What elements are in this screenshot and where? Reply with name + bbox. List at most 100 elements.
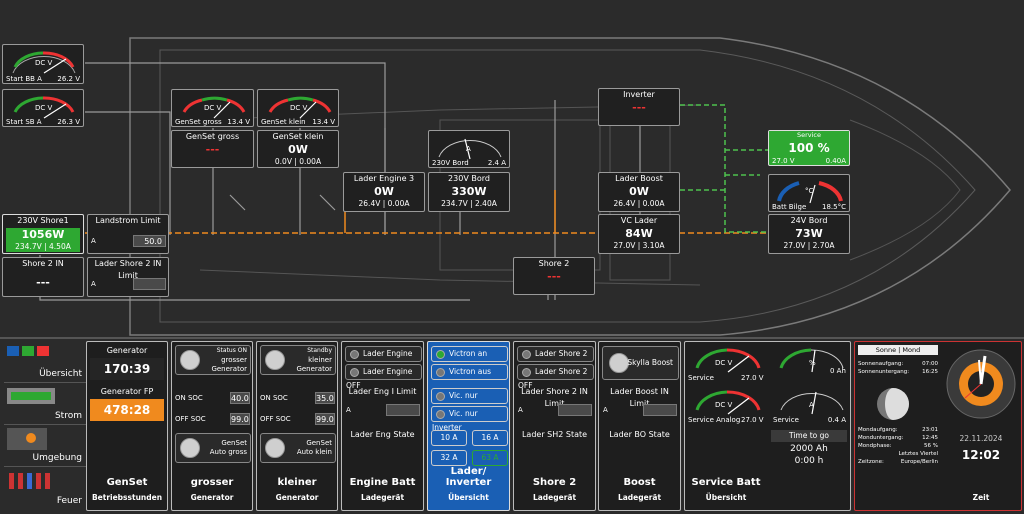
shore1-tile[interactable]: 230V Shore1 1056W 234.7V | 4.50A [2,214,84,254]
nav-item-uebersicht[interactable]: Übersicht [4,341,86,383]
panel-type: Generator [275,493,319,502]
nav-item-umgebung[interactable]: Umgebung [4,425,86,467]
start-bb-gauge: DC V Start BB A 26.2 V [2,44,84,84]
vic-nur-inverter-button[interactable]: Vic. nur Inverter [431,406,508,432]
genset-klein-tile[interactable]: GenSet klein 0W 0.0V | 0.00A [257,130,339,168]
panel-type: Betriebsstunden [91,493,163,502]
bord24-tile[interactable]: 24V Bord 73W 27.0V | 2.70A [768,214,850,254]
bord230-tile[interactable]: 230V Bord 330W 234.7V | 2.40A [428,172,510,212]
lader-shore2-off-button[interactable]: Lader Shore 2 OFF [517,364,594,390]
sidebar-nav: Übersicht Strom Umgebung Feuer [2,341,86,511]
nav-item-feuer[interactable]: Feuer [4,467,86,509]
status-lamp-icon [609,353,629,373]
lader-shore2-on-button[interactable]: Lader Shore 2 ON [517,346,594,372]
nav-item-strom[interactable]: Strom [4,383,86,425]
panel-type: Generator [190,493,234,502]
unit-prefix: A [603,406,608,414]
gauge-value: 18.5°C [822,203,846,211]
tile-detail: 27.0V | 3.10A [613,241,665,250]
generator-label: kleiner Generator [296,356,332,373]
tile-detail: 234.7V | 4.50A [15,242,71,251]
battery-amp: 0.40A [825,157,846,165]
tile-detail: 27.0V | 2.70A [783,241,835,250]
panel-service-batt[interactable]: DC V Service 27.0 V DC V Service Analog … [684,341,851,511]
genset-auto-klein-button[interactable]: GenSet Auto klein [260,433,336,463]
panel-kleiner[interactable]: Standby kleiner Generator ON SOC 35.0 OF… [256,341,338,511]
lader-eng-limit-input[interactable] [386,404,420,416]
genset-auto-gross-button[interactable]: GenSet Auto gross [175,433,251,463]
panel-grosser[interactable]: Status ON grosser Generator ON SOC 40.0 … [171,341,253,511]
inverter-tile[interactable]: Inverter --- [598,88,680,126]
tile-value: 84W [625,227,653,240]
genset-gross-tile[interactable]: GenSet gross --- [171,130,254,168]
divider [0,337,1024,339]
lader-shore2-limit-input[interactable] [133,278,166,290]
lader-engine-on-button[interactable]: Lader Engine ON [345,346,422,372]
generator-fp-title: Generator FP [100,387,154,396]
tile-title: 230V Shore1 [17,216,69,225]
arc-gauge-icon [780,391,844,415]
panel-engine-batt[interactable]: Lader Engine ON Lader Engine OFF Lader E… [341,341,424,511]
victron-aus-button[interactable]: Victron aus [431,364,508,380]
skylla-boost-button[interactable]: Skylla Boost [602,346,679,380]
tile-value: 330W [451,185,487,198]
tile-title: Lader Shore 2 IN Limit [94,259,162,280]
panel-name: Shore 2 [532,477,577,488]
lader-engine-off-button[interactable]: Lader Engine OFF [345,364,422,390]
shore2-in-tile[interactable]: Shore 2 IN --- [2,257,84,297]
limit-63a-button[interactable]: 63 A [472,450,508,466]
lader-boost-limit-input[interactable] [643,404,677,416]
status-lamp-icon [180,438,200,458]
panel-name: Boost [623,477,656,488]
on-soc-label: ON SOC [260,394,288,402]
off-soc-input[interactable]: 99.0 [230,413,250,425]
limit-10a-button[interactable]: 10 A [431,430,467,446]
lader-boost-tile[interactable]: Lader Boost 0W 26.4V | 0.00A [598,172,680,212]
victron-an-button[interactable]: Victron an [431,346,508,362]
status-lamp-icon [265,438,285,458]
panel-zeit[interactable]: Sonne | Mond Sonnenaufgang:07:00 Sonnenu… [854,341,1022,511]
landstrom-limit-input[interactable]: 50.0 [133,235,166,247]
state-title: Lader Eng State [350,430,415,439]
panel-type: Zeit [972,493,990,502]
tile-title: 24V Bord [790,216,828,225]
battery-volt: 27.0 V [772,157,795,165]
panel-generator[interactable]: Generator 170:39 Generator FP 478:28 Gen… [86,341,168,511]
limit-16a-button[interactable]: 16 A [472,430,508,446]
fire-extinguisher-icon [9,473,50,489]
kleiner-generator-button[interactable]: Standby kleiner Generator [260,345,336,375]
limit-32a-button[interactable]: 32 A [431,450,467,466]
off-soc-input[interactable]: 99.0 [315,413,335,425]
off-soc-label: OFF SOC [260,415,291,423]
lader-engine3-tile[interactable]: Lader Engine 3 0W 26.4V | 0.00A [343,172,425,212]
service-battery-tile[interactable]: Service 100 % 27.0 V 0.40A [768,130,850,166]
vic-nur-ladegeraet-button[interactable]: Vic. nur Ladegerät [431,388,508,414]
tile-title: Shore 2 [538,259,570,268]
gauge-unit: DC V [35,59,53,67]
on-soc-input[interactable]: 35.0 [315,392,335,404]
gauge-label: Start SB A [6,118,42,126]
arc-gauge-icon [182,96,246,119]
panel-shore2[interactable]: Lader Shore 2 ON Lader Shore 2 OFF Lader… [513,341,596,511]
gauge-unit: A [466,145,471,153]
shore2-tile[interactable]: Shore 2 --- [513,257,595,295]
panel-name: grosser [190,477,234,488]
arc-gauge-icon [12,51,76,74]
panel-boost[interactable]: Skylla Boost Lader Boost IN Limit A Lade… [598,341,681,511]
led-icon [436,349,445,359]
panel-lader-inverter[interactable]: Victron an Victron aus Vic. nur Ladegerä… [427,341,510,511]
lader-shore2-limit-tile[interactable]: Lader Shore 2 IN Limit A [87,257,169,297]
on-soc-input[interactable]: 40.0 [230,392,250,404]
generator-label: grosser Generator [211,356,247,373]
lader-sh2-limit-input[interactable] [558,404,592,416]
panel-name: GenSet [106,477,148,488]
vc-lader-tile[interactable]: VC Lader 84W 27.0V | 3.10A [598,214,680,254]
arc-gauge-icon [695,390,761,415]
gauge-label: Service [773,416,799,424]
landstrom-limit-tile[interactable]: Landstrom Limit A 50.0 [87,214,169,254]
state-title: Lader BO State [609,430,670,439]
moon-phase-icon [877,388,909,420]
led-icon [350,349,359,359]
gauge-unit: A [809,401,814,409]
grosser-generator-button[interactable]: Status ON grosser Generator [175,345,251,375]
